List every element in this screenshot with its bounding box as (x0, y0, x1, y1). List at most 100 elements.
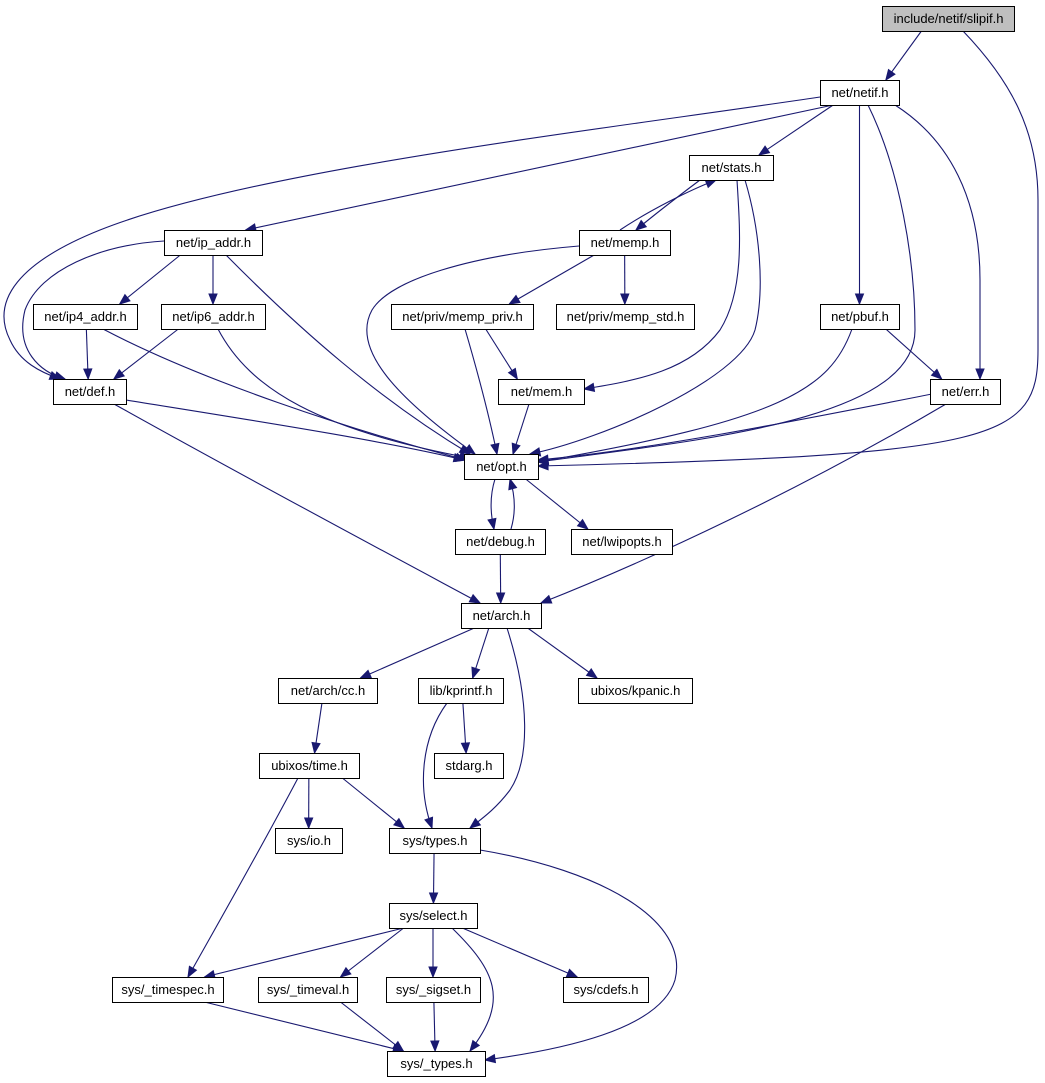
node-box[interactable] (112, 977, 224, 1003)
node-ip4-addr[interactable]: net/ip4_addr.h (33, 304, 138, 330)
edge-types-to-select (428, 852, 439, 905)
nodes-layer: include/netif/slipif.h net/netif.h net/sta… (33, 6, 1015, 1077)
node-err[interactable]: net/err.h (930, 379, 1001, 405)
node-box[interactable] (571, 529, 673, 555)
edge-memp_priv-to-opt-arrowhead (490, 442, 500, 456)
edges-layer (3, 30, 1039, 1064)
node-debug[interactable]: net/debug.h (455, 529, 546, 555)
node-sigset[interactable]: sys/_sigset.h (386, 977, 481, 1003)
node-netif[interactable]: net/netif.h (820, 80, 900, 106)
node-stats[interactable]: net/stats.h (689, 155, 774, 181)
node-box[interactable] (418, 678, 504, 704)
node-box[interactable] (161, 304, 266, 330)
node-label: include/netif/slipif.h (894, 11, 1004, 26)
node-cc[interactable]: net/arch/cc.h (278, 678, 378, 704)
edge-err-to-arch (539, 403, 947, 604)
node-memp[interactable]: net/memp.h (579, 230, 671, 256)
node-box[interactable] (389, 828, 481, 854)
node-box[interactable] (820, 304, 900, 330)
node-slipif[interactable]: include/netif/slipif.h (882, 6, 1015, 32)
edge-select-to-sigset-arrowhead (428, 966, 438, 979)
node-label: net/mem.h (511, 384, 572, 399)
edge-ip6_addr-to-def (112, 328, 179, 380)
edge-netif-to-pbuf (854, 105, 865, 306)
node-box[interactable] (820, 80, 900, 106)
edge-debug-to-arch (495, 553, 506, 605)
node-stdarg[interactable]: stdarg.h (434, 753, 504, 779)
edge-line (366, 245, 580, 455)
node-label: ubixos/kpanic.h (591, 683, 681, 698)
edge-err-to-arch-arrowhead (539, 594, 553, 604)
node-box[interactable] (434, 753, 504, 779)
node-box[interactable] (461, 603, 542, 629)
node-box[interactable] (391, 304, 534, 330)
node-mem[interactable]: net/mem.h (498, 379, 585, 405)
node-timeval[interactable]: sys/_timeval.h (258, 977, 358, 1003)
node-label: net/ip_addr.h (176, 235, 251, 250)
node-select[interactable]: sys/select.h (389, 903, 478, 929)
node-box[interactable] (689, 155, 774, 181)
edge-kprintf-to-types (422, 702, 448, 830)
edge-arch-to-types (468, 627, 526, 829)
edge-line (583, 179, 741, 390)
node-memp-std[interactable]: net/priv/memp_std.h (556, 304, 695, 330)
node-box[interactable] (259, 753, 360, 779)
node-label: net/priv/memp_priv.h (402, 309, 522, 324)
edge-line (119, 254, 181, 305)
node-time[interactable]: ubixos/time.h (259, 753, 360, 779)
node-box[interactable] (164, 230, 263, 256)
edge-select-to-timeval-arrowhead (339, 966, 352, 978)
edge-def-to-opt (125, 399, 466, 463)
node-label: net/priv/memp_std.h (567, 309, 685, 324)
node-memp-priv[interactable]: net/priv/memp_priv.h (391, 304, 534, 330)
node-io[interactable]: sys/io.h (275, 828, 343, 854)
edge-stats-to-memp-arrowhead (634, 219, 648, 231)
node-box[interactable] (278, 678, 378, 704)
node-box[interactable] (386, 977, 481, 1003)
node-kpanic[interactable]: ubixos/kpanic.h (578, 678, 693, 704)
node-box[interactable] (387, 1051, 486, 1077)
node-box[interactable] (33, 304, 138, 330)
edge-memp-to-memp_std-arrowhead (620, 293, 630, 306)
edge-memp-to-stats-arrowhead (704, 179, 718, 189)
node-box[interactable] (556, 304, 695, 330)
node-box[interactable] (258, 977, 358, 1003)
edge-stats-to-memp (634, 179, 701, 231)
node-lwipopts[interactable]: net/lwipopts.h (571, 529, 673, 555)
node-timespec[interactable]: sys/_timespec.h (112, 977, 224, 1003)
edge-debug-to-arch-arrowhead (495, 592, 506, 605)
edge-select-to-sigset (428, 928, 438, 979)
node-box[interactable] (563, 977, 649, 1003)
node-kprintf[interactable]: lib/kprintf.h (418, 678, 504, 704)
node-box[interactable] (455, 529, 546, 555)
node-def[interactable]: net/def.h (53, 379, 127, 405)
node-arch[interactable]: net/arch.h (461, 603, 542, 629)
edge-debug-to-opt-arrowhead (508, 477, 518, 491)
node-box[interactable] (930, 379, 1001, 405)
node-box[interactable] (882, 6, 1015, 32)
node-box[interactable] (389, 903, 478, 929)
node-box[interactable] (275, 828, 343, 854)
node-box[interactable] (53, 379, 127, 405)
node-box[interactable] (578, 678, 693, 704)
node-label: sys/io.h (287, 833, 331, 848)
node-label: net/lwipopts.h (582, 534, 662, 549)
edge-netif-to-stats (757, 104, 834, 156)
node-box[interactable] (579, 230, 671, 256)
node-box[interactable] (464, 454, 539, 480)
node-types[interactable]: sys/_types.h (387, 1051, 486, 1077)
edge-mem-to-opt-arrowhead (511, 442, 521, 456)
node-opt[interactable]: net/opt.h (464, 454, 539, 480)
node-ip6-addr[interactable]: net/ip6_addr.h (161, 304, 266, 330)
edge-line (537, 328, 853, 463)
node-box[interactable] (498, 379, 585, 405)
node-pbuf[interactable]: net/pbuf.h (820, 304, 900, 330)
edge-memp-to-memp_priv (508, 254, 595, 305)
edge-opt-to-debug-arrowhead (487, 517, 497, 531)
node-types[interactable]: sys/types.h (389, 828, 481, 854)
node-label: net/def.h (65, 384, 116, 399)
edge-memp-to-stats (619, 179, 718, 231)
node-cdefs[interactable]: sys/cdefs.h (563, 977, 649, 1003)
node-ip-addr[interactable]: net/ip_addr.h (164, 230, 263, 256)
node-label: sys/select.h (400, 908, 468, 923)
